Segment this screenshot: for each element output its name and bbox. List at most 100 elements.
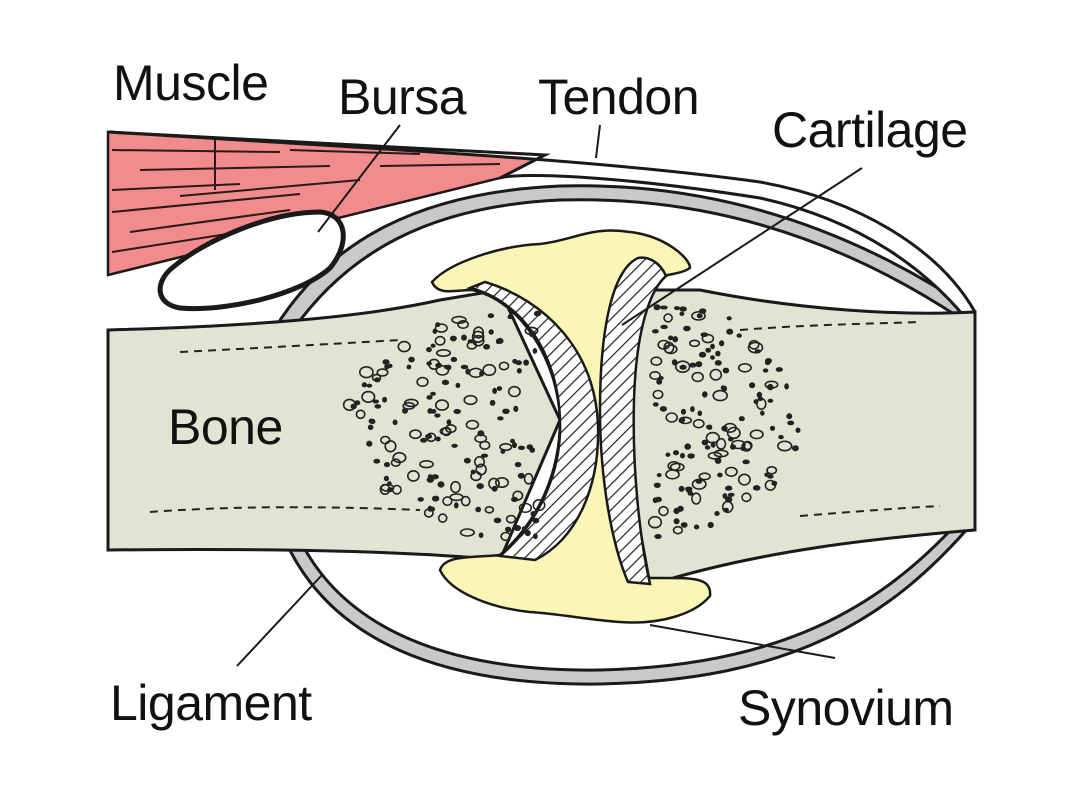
label-cartilage: Cartilage: [772, 102, 968, 158]
bone-pore: [482, 363, 497, 377]
bone-pore: [533, 310, 542, 317]
bone-pore: [738, 416, 745, 422]
bone-pore: [450, 480, 461, 494]
bone-pore: [449, 493, 464, 502]
bone-pore: [502, 408, 510, 414]
bone-pore: [477, 430, 485, 437]
bone-pore: [371, 373, 382, 382]
bone-pore: [672, 525, 684, 535]
bone-pore: [512, 490, 524, 501]
bone-pore: [368, 418, 374, 424]
bone-pore: [724, 466, 738, 477]
bone-pore: [517, 445, 525, 450]
bone-pore: [475, 506, 482, 513]
bone-pore: [492, 387, 498, 395]
bone-pore: [524, 529, 531, 537]
bone-pore: [496, 386, 503, 391]
leader-synovium: [649, 624, 836, 659]
bone-pore: [724, 485, 733, 491]
tendon: [107, 130, 977, 335]
bone-pore: [463, 394, 478, 406]
bone-pore: [679, 452, 685, 459]
bone-pore: [795, 427, 801, 433]
bursa: [157, 209, 346, 312]
bone-pore: [683, 325, 691, 332]
bone-pore: [652, 402, 659, 407]
bone-pore: [430, 343, 436, 348]
bone-pore: [667, 335, 674, 341]
bone-pore: [767, 398, 774, 403]
bone-pore: [767, 383, 774, 391]
bone-pore: [497, 416, 504, 421]
bone-pore: [764, 360, 771, 366]
bone-pore: [737, 473, 751, 486]
bone-pore: [434, 399, 450, 411]
bone-pore: [715, 437, 727, 450]
bone-pore: [431, 408, 437, 414]
bone-pore: [526, 444, 534, 450]
bone-pore: [511, 442, 517, 449]
bone-texture-lines: [149, 321, 941, 517]
bone-pore: [673, 306, 680, 311]
bone-pore: [487, 313, 495, 319]
bone-pore: [427, 474, 433, 480]
bone-pore: [435, 436, 441, 442]
bone-pore: [652, 389, 664, 400]
bone-pore: [756, 391, 763, 399]
bone-pore: [698, 308, 707, 314]
bone-pore: [521, 526, 528, 531]
bone-pore: [726, 426, 741, 440]
bone-pore: [468, 367, 483, 378]
bone-pore: [430, 391, 436, 396]
bone-pore: [752, 485, 761, 491]
label-tendon: Tendon: [538, 69, 699, 125]
spongy-bone-left: [342, 310, 546, 542]
leader-ligament: [236, 574, 323, 667]
bone-pore: [416, 376, 429, 388]
bone-pore: [533, 533, 538, 540]
bone-pore: [740, 446, 747, 452]
bone-pore: [704, 445, 711, 450]
bone-pore: [434, 323, 448, 333]
bone-pore: [451, 315, 467, 325]
bone-pore: [355, 409, 366, 420]
bone-pore: [366, 440, 373, 447]
bone-pore: [726, 328, 734, 335]
bone-pore: [532, 517, 540, 524]
bone-pore: [505, 514, 517, 524]
bone-pore: [665, 452, 671, 457]
bone-pore: [678, 416, 692, 425]
bone-pore: [460, 495, 471, 507]
bone-pore: [358, 366, 374, 379]
bone-pore: [441, 379, 450, 386]
bone-pore: [720, 385, 726, 391]
bone-pore: [737, 362, 752, 373]
bone-pore: [653, 304, 661, 311]
bone-pore: [478, 532, 484, 539]
bone-pore: [717, 472, 723, 478]
bone-pore: [361, 390, 376, 404]
bone-pore: [710, 355, 715, 360]
bone-pore: [383, 475, 390, 482]
bone-pore: [707, 424, 713, 430]
bone-pore: [762, 368, 769, 373]
bone-pore: [650, 356, 663, 367]
bone-pore: [727, 492, 735, 497]
bone-pore: [435, 364, 450, 376]
bone-pore: [710, 441, 716, 448]
bone-pore: [665, 469, 680, 480]
bone-pore: [507, 385, 521, 398]
bone-pore: [766, 465, 778, 475]
bone-pore: [417, 497, 424, 502]
bone-pore: [736, 333, 742, 338]
bone-pore: [707, 451, 723, 460]
bone-pore: [663, 313, 673, 323]
bone-pore: [489, 399, 496, 406]
label-bone: Bone: [168, 399, 283, 455]
bone-pore: [691, 310, 706, 321]
bone-pore: [434, 335, 446, 346]
bone-pore: [420, 437, 428, 443]
bone-pore: [426, 347, 432, 353]
bone-pore: [680, 522, 688, 528]
